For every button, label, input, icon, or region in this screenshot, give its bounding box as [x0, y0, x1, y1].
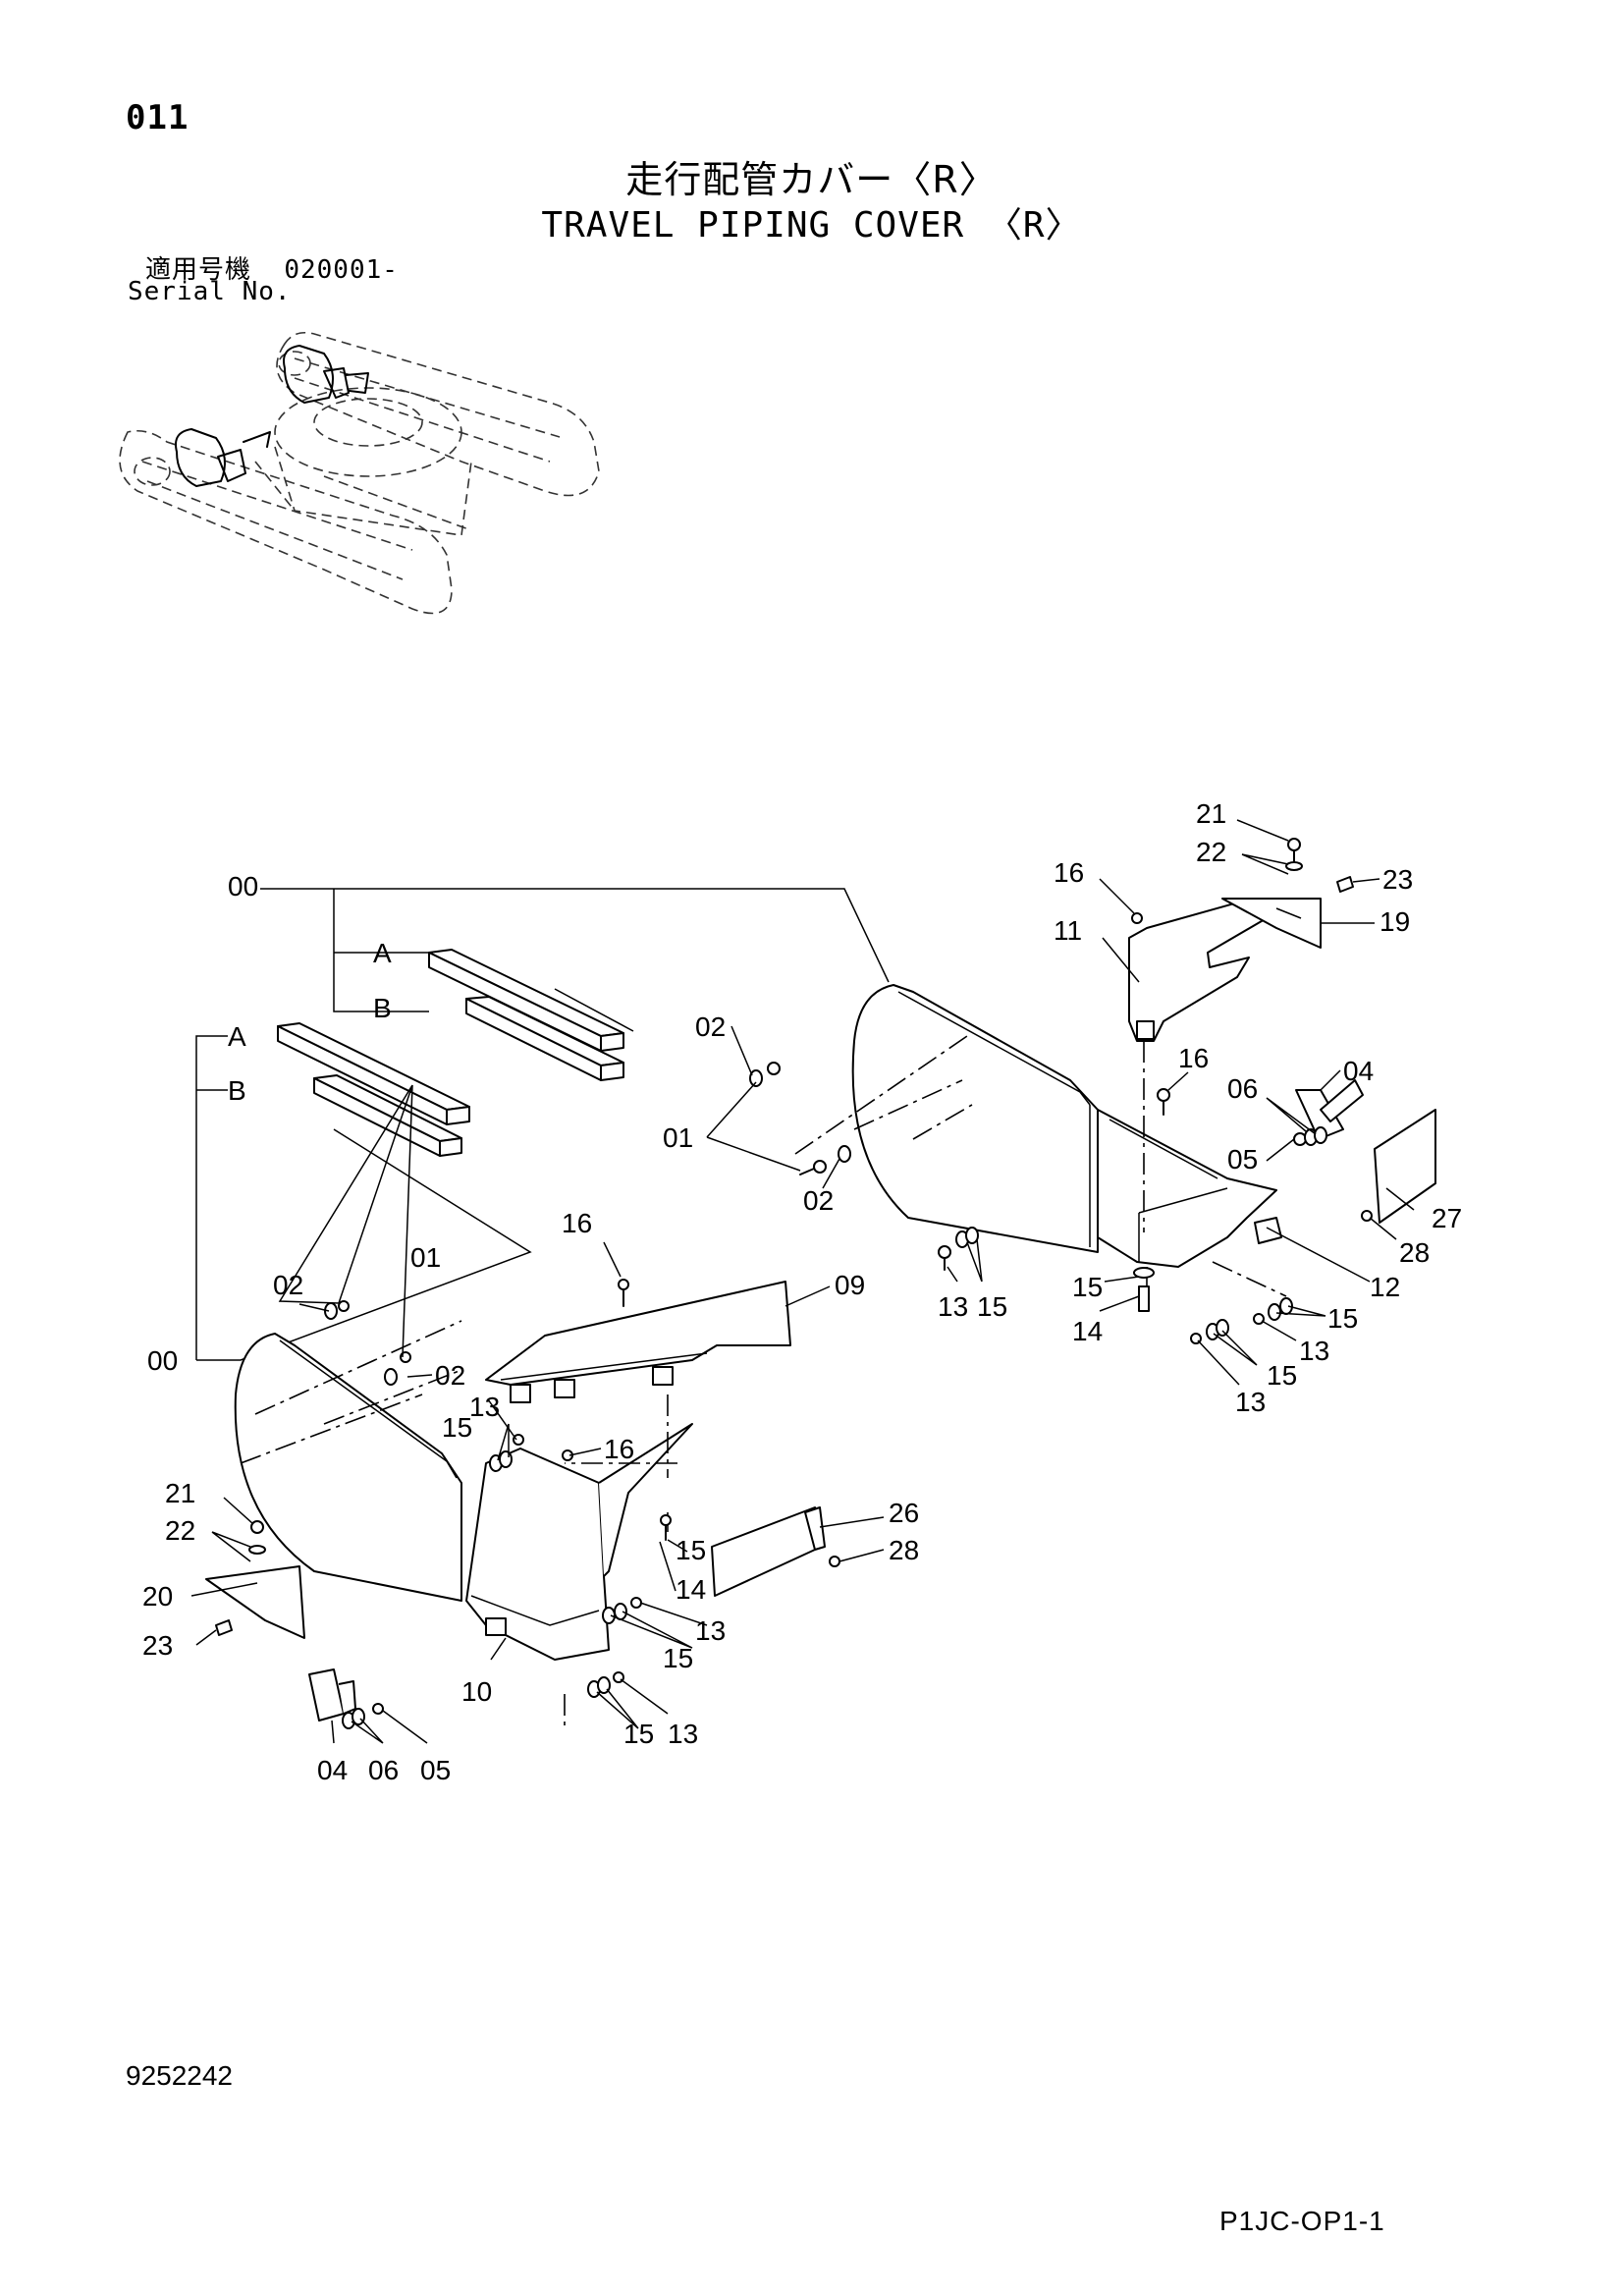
- callout: 15: [977, 1291, 1007, 1322]
- callout: 00: [228, 871, 258, 902]
- callout: 21: [1196, 798, 1226, 829]
- callout: 13: [695, 1615, 726, 1646]
- callout: 01: [410, 1242, 441, 1273]
- callout: 02: [435, 1360, 465, 1391]
- callout: 15: [1327, 1303, 1358, 1334]
- callout: 14: [1072, 1316, 1103, 1346]
- callout: 28: [889, 1535, 919, 1565]
- callout: 15: [676, 1535, 706, 1565]
- fasteners: [215, 838, 1373, 1729]
- callout: 04: [317, 1755, 348, 1785]
- title-japanese: 走行配管カバー〈R〉: [625, 158, 998, 201]
- callout: 23: [1382, 864, 1413, 895]
- callout: 22: [165, 1515, 195, 1546]
- callout: 06: [368, 1755, 399, 1785]
- callout: 06: [1227, 1073, 1258, 1104]
- leader-lines: [190, 819, 1415, 1744]
- callout: 12: [1370, 1272, 1400, 1302]
- callout: B: [373, 993, 392, 1023]
- callout: 05: [1227, 1144, 1258, 1175]
- serial-number-label-english: Serial No.: [128, 277, 292, 306]
- callout: 13: [938, 1291, 968, 1322]
- callout: B: [228, 1075, 246, 1106]
- callout: 27: [1432, 1203, 1462, 1233]
- drawing-number: 9252242: [126, 2060, 234, 2091]
- callout: 15: [623, 1719, 654, 1749]
- callout: 20: [142, 1581, 173, 1612]
- callout: 21: [165, 1478, 195, 1508]
- callout: 00: [147, 1345, 178, 1376]
- callout: 13: [469, 1392, 500, 1422]
- callout: 15: [1072, 1272, 1103, 1302]
- callout: 02: [273, 1270, 303, 1300]
- callout-labels: 21 22 23 16 11 19 00 A B 02 01 16 06 04 …: [142, 798, 1462, 1785]
- callout: 13: [1299, 1336, 1329, 1366]
- callout: 19: [1380, 906, 1410, 937]
- page-code: P1JC-OP1-1: [1219, 2206, 1385, 2236]
- callout: 26: [889, 1498, 919, 1528]
- callout: 13: [1235, 1387, 1266, 1417]
- callout: 23: [142, 1630, 173, 1661]
- callout: 02: [695, 1011, 726, 1042]
- callout: 28: [1399, 1237, 1430, 1268]
- callout: 14: [676, 1574, 706, 1605]
- callout: 05: [420, 1755, 451, 1785]
- page-number: 011: [126, 98, 189, 137]
- callout: A: [373, 938, 392, 968]
- callout: 16: [562, 1208, 592, 1238]
- callout: 16: [1178, 1043, 1209, 1073]
- serial-value: 020001-: [284, 255, 399, 285]
- callout: 22: [1196, 837, 1226, 867]
- callout: 09: [835, 1270, 865, 1300]
- callout: 02: [803, 1185, 834, 1216]
- callout: 11: [1054, 915, 1082, 946]
- title-english: TRAVEL PIPING COVER 〈R〉: [541, 205, 1082, 246]
- location-inset: [119, 331, 600, 615]
- callout: 15: [442, 1412, 472, 1443]
- callout: 16: [1054, 857, 1084, 888]
- callout: 10: [461, 1676, 492, 1707]
- serial-label-jp: 適用号機: [145, 255, 252, 285]
- callout: 13: [668, 1719, 698, 1749]
- serial-number-label-japanese: 適用号機 020001-: [145, 249, 399, 286]
- callout: A: [228, 1021, 246, 1052]
- callout: 01: [663, 1122, 693, 1153]
- callout: 04: [1343, 1056, 1374, 1086]
- callout: 15: [663, 1643, 693, 1673]
- callout: 15: [1267, 1360, 1297, 1391]
- main-exploded-view: [190, 819, 1436, 1744]
- callout: 16: [604, 1434, 634, 1464]
